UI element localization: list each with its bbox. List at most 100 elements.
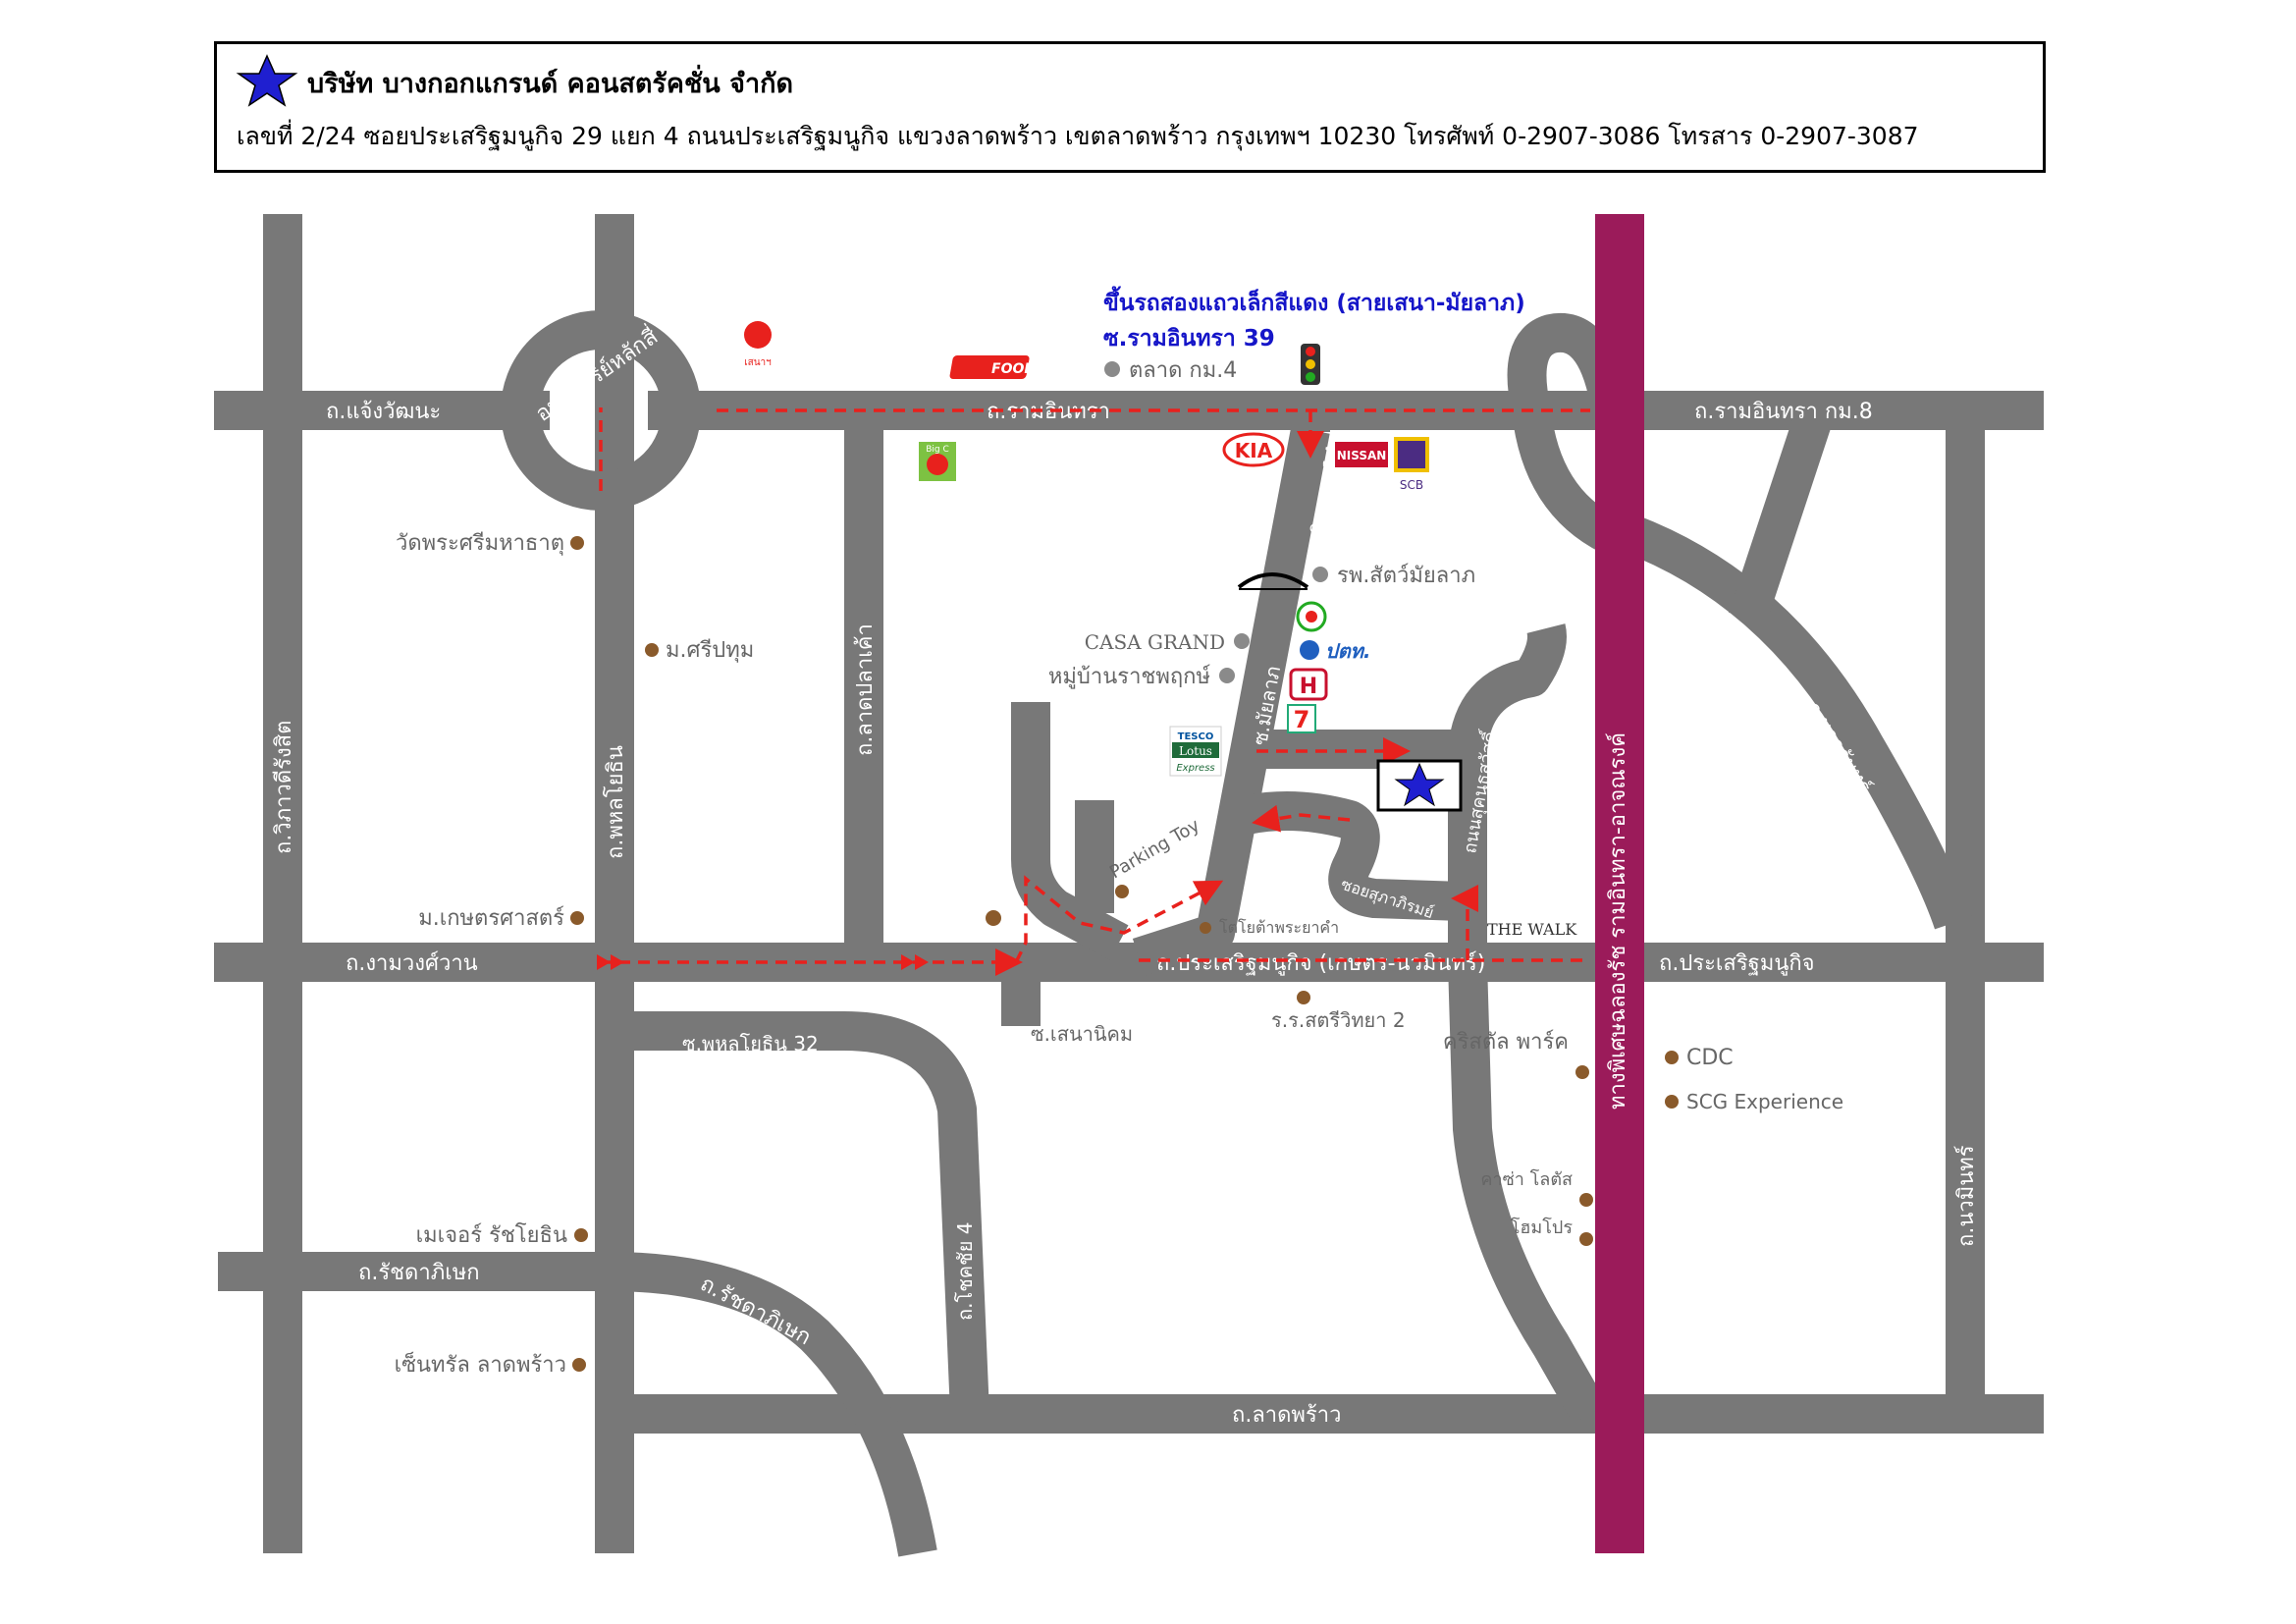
route-start-arrows: [597, 954, 929, 970]
road-soi-loop: [1243, 791, 1464, 921]
pt-logo: [1296, 601, 1327, 632]
expressway: ทางพิเศษฉลองรัช รามอินทรา-อาจณรงค์: [1595, 214, 1644, 1553]
kia-logo: KIA: [1222, 432, 1285, 467]
label-prasert-east: ถ.ประเสริฐมนูกิจ: [1659, 951, 1815, 976]
label-ram-inthra-km8: ถ.รามอินทรา กม.8: [1694, 400, 1873, 424]
place-village[interactable]: หมู่บ้านราชพฤกษ์: [1048, 665, 1211, 689]
label-lat-phrao: ถ.ลาดพร้าว: [1232, 1403, 1341, 1428]
company-name: บริษัท บางกอกแกรนด์ คอนสตรัคชั่น จำกัด: [307, 69, 794, 99]
bridge-icon: [1237, 572, 1309, 589]
kia-logo-text: KIA: [1235, 439, 1273, 462]
company-address: เลขที่ 2/24 ซอยประเสริฐมนูกิจ 29 แยก 4 ถ…: [237, 122, 1919, 150]
place-vet[interactable]: รพ.สัตว์มัยลาภ: [1337, 564, 1475, 588]
route-path: [599, 407, 1590, 976]
label-ram-inthra: ถ.รามอินทรา: [987, 400, 1110, 424]
place-wat[interactable]: วัดพระศรีมหาธาตุ: [396, 531, 564, 556]
bigc-logo: Big C: [919, 442, 956, 481]
scb-logo-text: SCB: [1400, 478, 1423, 492]
place-marker: [1115, 885, 1129, 898]
place-marker: [1579, 1193, 1593, 1207]
place-homepro[interactable]: โฮมโปร: [1511, 1217, 1574, 1238]
place-central[interactable]: เซ็นทรัล ลาดพร้าว: [395, 1350, 566, 1378]
tesco-text: TESCO: [1178, 731, 1214, 742]
place-marker: [986, 910, 1001, 926]
place-marker: [1312, 567, 1328, 582]
honda-logo: H: [1289, 668, 1328, 701]
place-scg[interactable]: SCG Experience: [1686, 1090, 1843, 1113]
place-toyota[interactable]: โตโยต้าพระยาคำ: [1219, 918, 1339, 937]
senaruk-logo: เสนาฯ: [744, 321, 772, 368]
destination-marker[interactable]: [1376, 759, 1463, 812]
ptt-logo: ปตท.: [1300, 639, 1370, 663]
label-lat-pla-khao: ถ.ลาดปลาเค้า: [853, 623, 878, 756]
road-ratchada: [218, 1252, 937, 1557]
road-soi-mailap: [1132, 426, 1330, 977]
road-labels: ถ.แจ้งวัฒนะ ถ.รามอินทรา ถ.รามอินทรา กม.8…: [272, 400, 1979, 1428]
foodland-logo: FOODLAND: [949, 355, 1078, 379]
express-text: Express: [1176, 763, 1214, 774]
place-major[interactable]: เมเจอร์ รัชโยธิน: [416, 1222, 567, 1248]
header-box: บริษัท บางกอกแกรนด์ คอนสตรัคชั่น จำกัด เ…: [214, 41, 2046, 173]
label-chokchai4: ถ.โชคชัย 4: [953, 1221, 977, 1321]
place-cdc[interactable]: CDC: [1686, 1046, 1734, 1070]
label-phahon: ถ.พหลโยธิน: [603, 745, 628, 859]
traffic-light-icon: [1301, 344, 1320, 385]
label-ngam-wong-wan: ถ.งามวงศ์วาน: [346, 951, 478, 976]
tesco-lotus-logo: TESCO Lotus Express: [1169, 726, 1222, 777]
nissan-logo-text: NISSAN: [1337, 449, 1387, 462]
place-marker: [574, 1228, 588, 1242]
road-nuan-chan: [1584, 501, 1972, 930]
label-vibhavadi: ถ.วิภาวดีรังสิต: [272, 721, 296, 854]
place-marker: [570, 911, 584, 925]
the-walk-text: THE WALK: [1487, 920, 1577, 939]
label-nawamin-soi: นวมินทร์ซิตี้ อเวนิว: [986, 744, 1009, 889]
bigc-logo-text: Big C: [926, 445, 949, 455]
place-crystal[interactable]: คริสตัล พาร์ค: [1443, 1030, 1569, 1055]
place-marker: [1219, 668, 1235, 683]
star-icon: [1394, 762, 1445, 807]
place-marker: [1234, 633, 1250, 649]
place-marker: [1104, 361, 1120, 377]
place-marker: [1200, 922, 1211, 934]
label-sena-nikhom: ซ.เสนานิคม: [1031, 1022, 1133, 1046]
place-marker: [1575, 1065, 1589, 1079]
scb-logo: SCB: [1394, 437, 1429, 492]
place-casa[interactable]: CASA GRAND: [1085, 630, 1225, 654]
note-bus: ขึ้นรถสองแถวเล็กสีแดง (สายเสนา-มัยลาภ): [1103, 286, 1525, 316]
svg-text:H: H: [1300, 675, 1317, 699]
lotus-text: Lotus: [1179, 744, 1212, 758]
logos: เสนาฯ FOODLAND KIA NISSAN SCB Big: [744, 321, 1577, 939]
ptt-logo-text: ปตท.: [1325, 639, 1370, 663]
place-marker: [1665, 1095, 1679, 1109]
place-marker: [1297, 991, 1310, 1004]
place-marker: [572, 1358, 586, 1372]
note-soi: ซ.รามอินทรา 39: [1103, 326, 1275, 352]
svg-text:7: 7: [1294, 706, 1310, 733]
star-icon: [236, 54, 298, 107]
road-sukhaphiban: [1448, 623, 1567, 962]
place-marker: [645, 643, 659, 657]
place-casalotus[interactable]: คาซ่า โลตัส: [1480, 1168, 1573, 1190]
road-phahon32: [614, 1011, 989, 1415]
label-prasert-main: ถ.ประเสริฐมนูกิจ (เกษตร-นวมินทร์): [1156, 951, 1485, 976]
seven-eleven-logo: 7: [1287, 704, 1316, 733]
place-marker: [570, 536, 584, 550]
place-parking[interactable]: Parking Toy: [1106, 815, 1203, 883]
senaruk-logo-text: เสนาฯ: [744, 357, 772, 368]
place-marker: [1579, 1232, 1593, 1246]
nissan-logo: NISSAN: [1335, 442, 1388, 467]
label-phahon32: ซ.พหลโยธิน 32: [682, 1032, 819, 1056]
place-talad-km4[interactable]: ตลาด กม.4: [1129, 358, 1237, 383]
foodland-logo-text: FOODLAND: [991, 361, 1078, 377]
expressway-label: ทางพิเศษฉลองรัช รามอินทรา-อาจณรงค์: [1606, 732, 1630, 1110]
label-ratchada-west: ถ.รัชดาภิเษก: [358, 1261, 480, 1285]
place-school[interactable]: ร.ร.สตรีวิทยา 2: [1271, 1008, 1406, 1032]
place-sripatum[interactable]: ม.ศรีปทุม: [666, 638, 754, 663]
place-kasetsart[interactable]: ม.เกษตรศาสตร์: [418, 906, 564, 931]
the-walk-logo: THE WALK: [1487, 920, 1577, 939]
place-marker: [1665, 1051, 1679, 1064]
label-chaeng-watthana: ถ.แจ้งวัฒนะ: [326, 400, 441, 424]
road-ram-to-nuan: [1729, 404, 1835, 625]
places: ตลาด กม.4 วัดพระศรีมหาธาตุ ม.ศรีปทุม ม.เ…: [395, 358, 1844, 1378]
